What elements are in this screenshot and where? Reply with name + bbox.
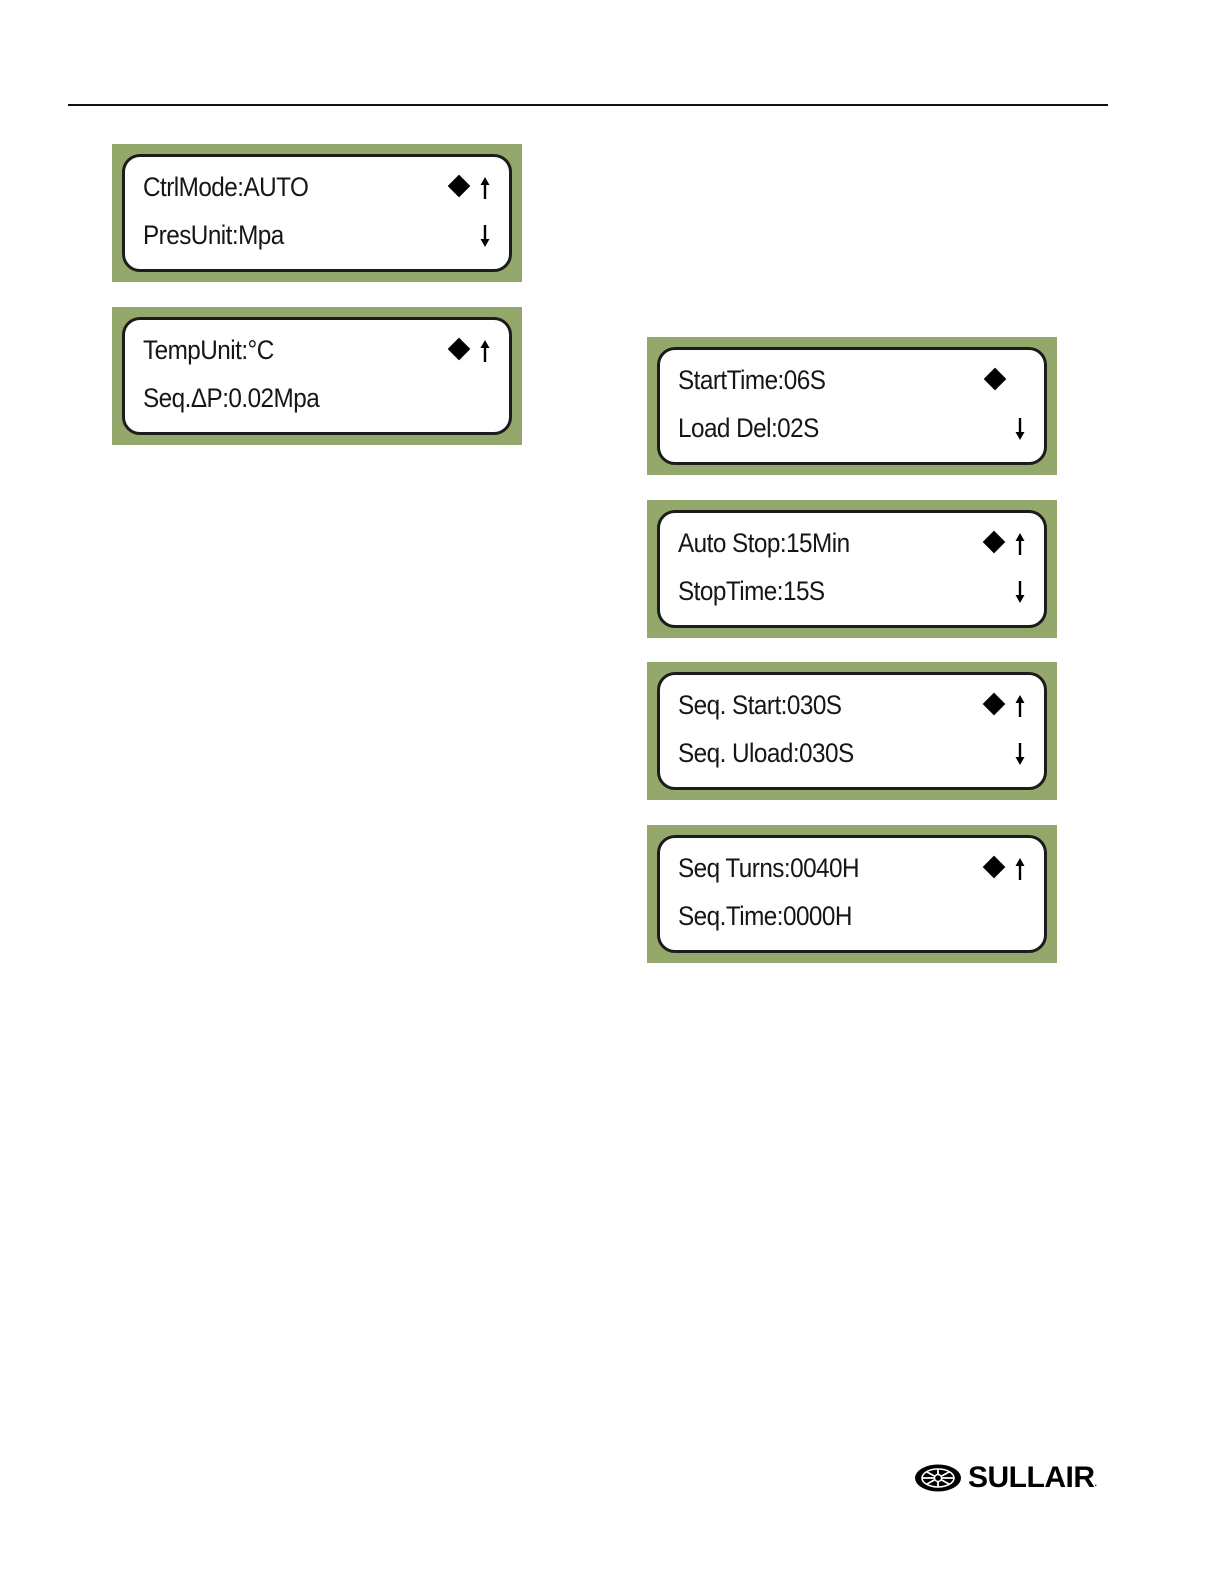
sullair-logo-text: SULLAIR bbox=[968, 1462, 1095, 1494]
lcd-screen: TempUnit:°C Seq.ΔP:0.02Mpa bbox=[122, 317, 512, 435]
diamond-icon bbox=[983, 531, 1006, 554]
lcd-display-autostop: Auto Stop:15Min StopTime:15S bbox=[647, 500, 1057, 638]
lcd-line-1: Seq Turns:0040H bbox=[678, 852, 859, 884]
lcd-screen: Seq. Start:030S Seq. Uload:030S bbox=[657, 672, 1047, 790]
lcd-display-ctrlmode: CtrlMode:AUTO PresUnit:Mpa bbox=[112, 144, 522, 282]
lcd-screen: StartTime:06S Load Del:02S bbox=[657, 347, 1047, 465]
lcd-line-1: Seq. Start:030S bbox=[678, 689, 841, 721]
header-rule bbox=[68, 104, 1108, 106]
arrow-up-icon bbox=[479, 175, 491, 201]
lcd-line-2: Seq.Time:0000H bbox=[678, 900, 852, 932]
lcd-line-2: Seq. Uload:030S bbox=[678, 737, 854, 769]
diamond-icon bbox=[448, 175, 471, 198]
arrow-down-icon bbox=[479, 223, 491, 249]
lcd-line-1: StartTime:06S bbox=[678, 364, 825, 396]
arrow-down-icon bbox=[1014, 416, 1026, 442]
diamond-icon bbox=[984, 368, 1007, 391]
lcd-line-1: TempUnit:°C bbox=[143, 334, 274, 366]
lcd-display-starttime: StartTime:06S Load Del:02S bbox=[647, 337, 1057, 475]
diamond-icon bbox=[983, 856, 1006, 879]
lcd-line-2: Seq.ΔP:0.02Mpa bbox=[143, 382, 319, 414]
arrow-up-icon bbox=[1014, 856, 1026, 882]
lcd-display-tempunit: TempUnit:°C Seq.ΔP:0.02Mpa bbox=[112, 307, 522, 445]
sullair-logo: SULLAIR . bbox=[914, 1462, 1097, 1494]
sullair-logo-mark: . bbox=[1095, 1478, 1098, 1488]
arrow-down-icon bbox=[1014, 579, 1026, 605]
lcd-line-1: CtrlMode:AUTO bbox=[143, 171, 308, 203]
arrow-down-icon bbox=[1014, 741, 1026, 767]
diamond-icon bbox=[448, 338, 471, 361]
diamond-icon bbox=[983, 693, 1006, 716]
lcd-line-2: StopTime:15S bbox=[678, 575, 825, 607]
arrow-up-icon bbox=[1014, 693, 1026, 719]
lcd-display-seqturns: Seq Turns:0040H Seq.Time:0000H bbox=[647, 825, 1057, 963]
lcd-line-1: Auto Stop:15Min bbox=[678, 527, 850, 559]
arrow-up-icon bbox=[1014, 531, 1026, 557]
lcd-screen: CtrlMode:AUTO PresUnit:Mpa bbox=[122, 154, 512, 272]
lcd-display-seqstart: Seq. Start:030S Seq. Uload:030S bbox=[647, 662, 1057, 800]
sullair-logo-mark-icon bbox=[914, 1463, 964, 1493]
lcd-line-2: PresUnit:Mpa bbox=[143, 219, 284, 251]
arrow-up-icon bbox=[479, 338, 491, 364]
lcd-screen: Seq Turns:0040H Seq.Time:0000H bbox=[657, 835, 1047, 953]
lcd-screen: Auto Stop:15Min StopTime:15S bbox=[657, 510, 1047, 628]
lcd-line-2: Load Del:02S bbox=[678, 412, 819, 444]
